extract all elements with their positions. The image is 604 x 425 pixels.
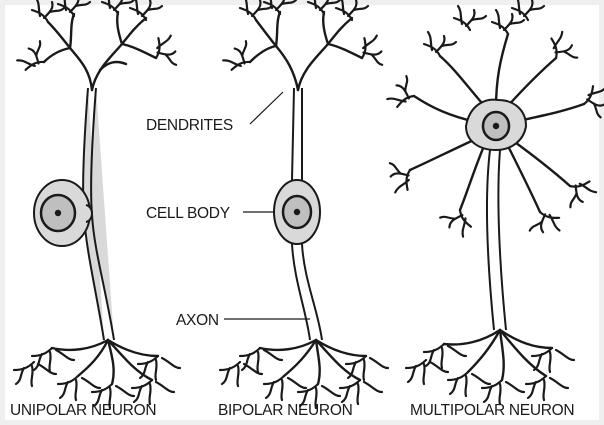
axon-callout: AXON — [176, 312, 310, 329]
multipolar-cell-body — [466, 100, 526, 150]
multipolar-axon-terminals — [406, 330, 574, 404]
multipolar-neuron — [381, 0, 604, 404]
unipolar-neuron — [14, 0, 185, 408]
axon-label: AXON — [176, 312, 219, 329]
dendrites-label: DENDRITES — [146, 117, 233, 134]
unipolar-axon-terminals — [14, 340, 180, 408]
bipolar-caption: BIPOLAR NEURON — [218, 402, 352, 419]
bipolar-axon — [292, 244, 322, 340]
dendrites-leader-line — [250, 92, 283, 124]
bipolar-dendrite-trunk — [292, 88, 302, 180]
bipolar-dendrites — [221, 0, 391, 90]
multipolar-caption: MULTIPOLAR NEURON — [410, 402, 574, 419]
cell-body-callout: CELL BODY — [146, 205, 274, 222]
bipolar-neuron — [220, 0, 391, 408]
unipolar-dendrites — [15, 0, 185, 90]
captions: UNIPOLAR NEURON BIPOLAR NEURON MULTIPOLA… — [10, 402, 574, 419]
cell-body-label: CELL BODY — [146, 205, 230, 222]
dendrites-callout: DENDRITES — [146, 92, 283, 134]
multipolar-axon — [487, 150, 506, 330]
bipolar-axon-terminals — [220, 340, 388, 408]
bipolar-cell-body — [274, 180, 320, 244]
unipolar-caption: UNIPOLAR NEURON — [10, 402, 156, 419]
